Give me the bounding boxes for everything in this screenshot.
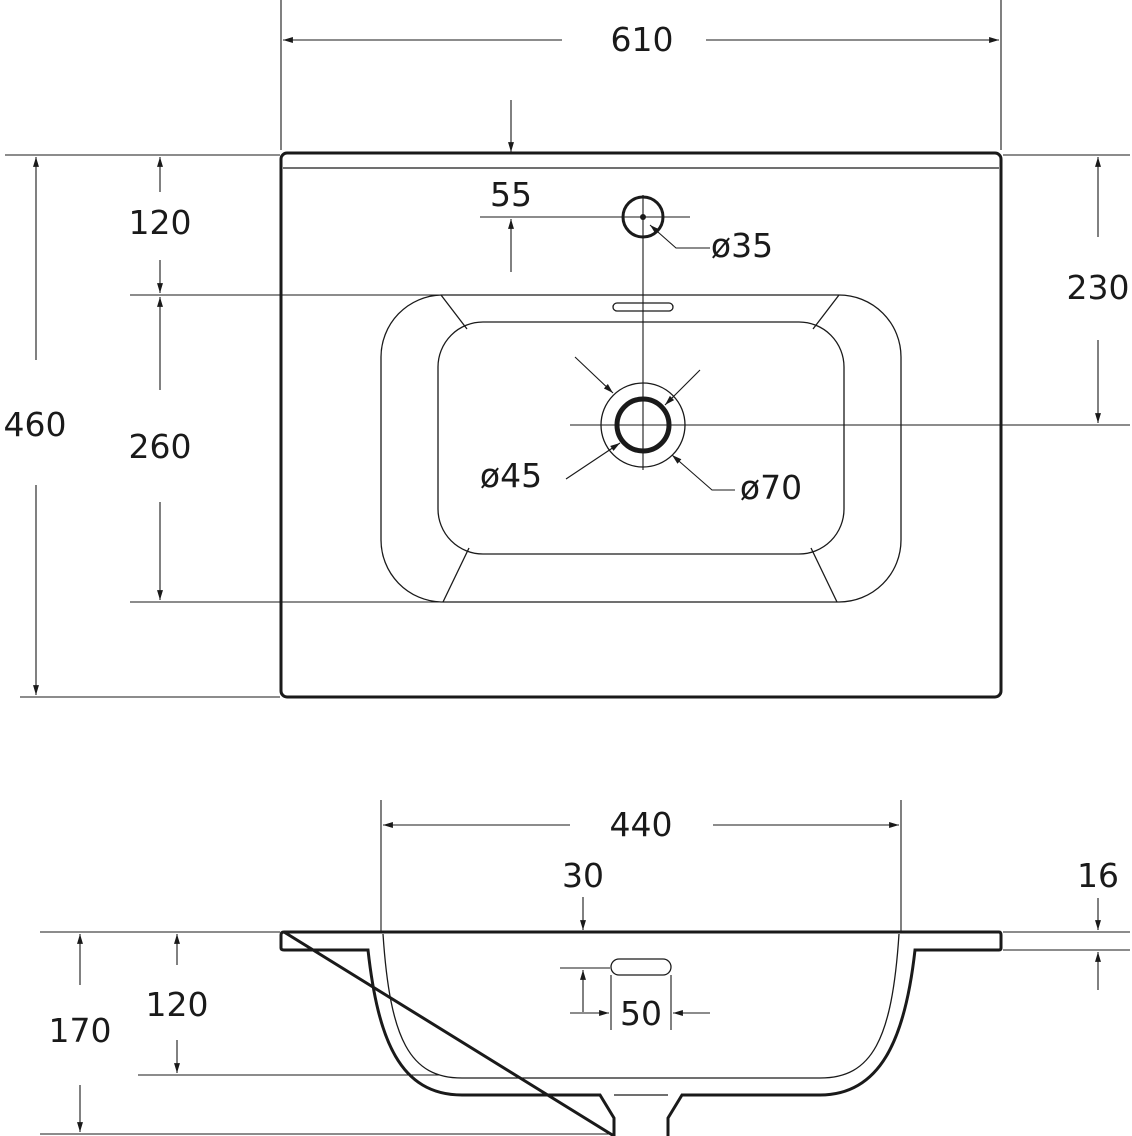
dim-overflow-width: 50 [620,994,662,1033]
bowl-inner [382,933,900,1079]
basin-inner [437,321,845,555]
label-drain-outer: ø70 [740,468,802,507]
side-view: 440 30 16 170 120 50 [40,800,1130,1136]
dim-rim-thickness: 16 [1077,856,1119,895]
dim-total-height: 170 [49,1011,112,1050]
top-view: 610 460 120 260 230 55 ø35 ø45 ø70 [4,0,1130,699]
label-drain-inner: ø45 [480,456,542,495]
overflow-slot-side [610,958,672,976]
label-faucet-hole: ø35 [711,226,773,265]
dim-bowl-depth: 120 [146,985,209,1024]
dim-basin-depth: 260 [129,427,192,466]
dim-overflow-offset: 30 [562,856,604,895]
sink-profile [279,930,1003,1136]
dim-drain-offset: 230 [1067,268,1130,307]
dim-overall-depth: 460 [4,405,67,444]
dim-overall-width: 610 [611,20,674,59]
dim-faucet-edge: 55 [490,175,532,214]
basin-outer [380,294,902,603]
dim-bowl-width: 440 [610,805,673,844]
dim-faucet-offset: 120 [129,203,192,242]
